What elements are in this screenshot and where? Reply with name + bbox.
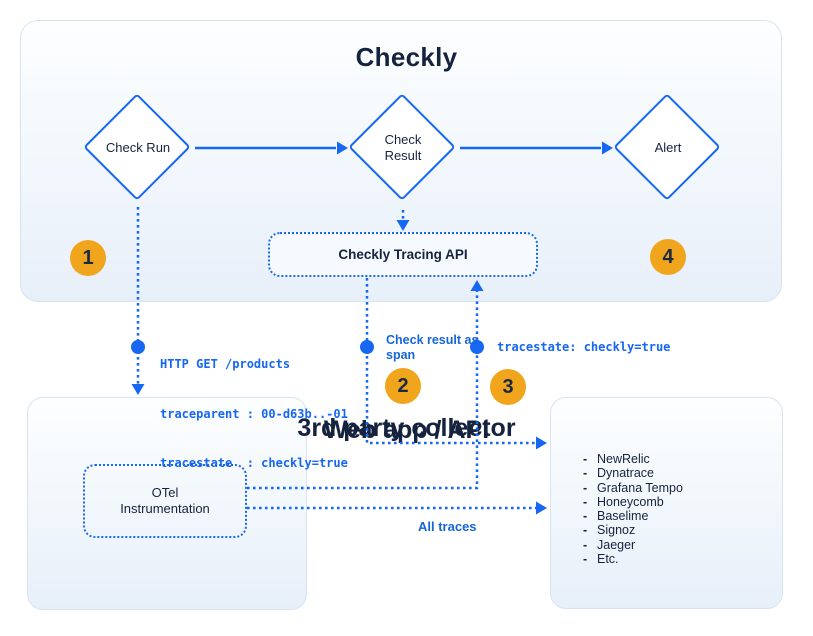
arrowhead-to-webapp-icon: [131, 384, 145, 395]
step-badge-2: 2: [385, 368, 421, 404]
list-item: -Etc.: [583, 552, 619, 567]
node-check-result: Check Result: [348, 93, 458, 203]
list-item: -Jaeger: [583, 537, 636, 552]
checkly-panel-title: Checkly: [355, 42, 458, 72]
collector-panel: [550, 397, 783, 609]
dash-bullet-icon: -: [583, 480, 588, 495]
dash-bullet-icon: -: [583, 523, 588, 538]
dash-bullet-icon: -: [583, 552, 588, 567]
http-request-annotation: HTTP GET /products traceparent : 00-d63b…: [160, 323, 348, 505]
list-item: -NewRelic: [583, 452, 650, 466]
tracestate-annotation: tracestate: checkly=true: [497, 340, 671, 354]
check-result-as-span-label: Check result as span: [386, 333, 479, 362]
collector-vendor-list: -NewRelic -Dynatrace -Grafana Tempo -Hon…: [583, 452, 683, 566]
dash-bullet-icon: -: [583, 494, 588, 509]
step-badge-1: 1: [70, 240, 106, 276]
node-check-run-label: Check Run: [105, 140, 171, 156]
node-alert: Alert: [613, 93, 723, 203]
list-item: -Honeycomb: [583, 494, 664, 509]
trace-point-dot-1-icon: [131, 340, 145, 354]
step-badge-4: 4: [650, 239, 686, 275]
dash-bullet-icon: -: [583, 509, 588, 524]
node-alert-label: Alert: [654, 140, 682, 156]
trace-point-dot-2-icon: [360, 340, 374, 354]
node-tracing-api-label: Checkly Tracing API: [338, 247, 468, 262]
list-item: -Signoz: [583, 523, 636, 538]
code-line: traceparent : 00-d63b..-01: [160, 406, 348, 421]
node-tracing-api: Checkly Tracing API: [268, 232, 538, 277]
dash-bullet-icon: -: [583, 452, 588, 466]
code-line: tracestate : checkly=true: [160, 456, 348, 470]
all-traces-label: All traces: [418, 519, 477, 534]
list-item: -Baselime: [583, 509, 649, 524]
dash-bullet-icon: -: [583, 466, 588, 481]
node-check-run: Check Run: [83, 93, 193, 203]
arrowhead-to-collector-lower-icon: [536, 501, 547, 515]
node-otel-instrumentation: OTel Instrumentation: [83, 464, 247, 538]
node-check-result-label: Check Result: [384, 132, 422, 163]
list-item: -Grafana Tempo: [583, 480, 683, 495]
list-item: -Dynatrace: [583, 466, 654, 481]
code-line: HTTP GET /products: [160, 357, 291, 371]
collector-panel-title: 3rd party collector: [297, 414, 516, 442]
dash-bullet-icon: -: [583, 537, 588, 552]
step-badge-3: 3: [490, 369, 526, 405]
node-otel-label: OTel Instrumentation: [120, 484, 210, 516]
